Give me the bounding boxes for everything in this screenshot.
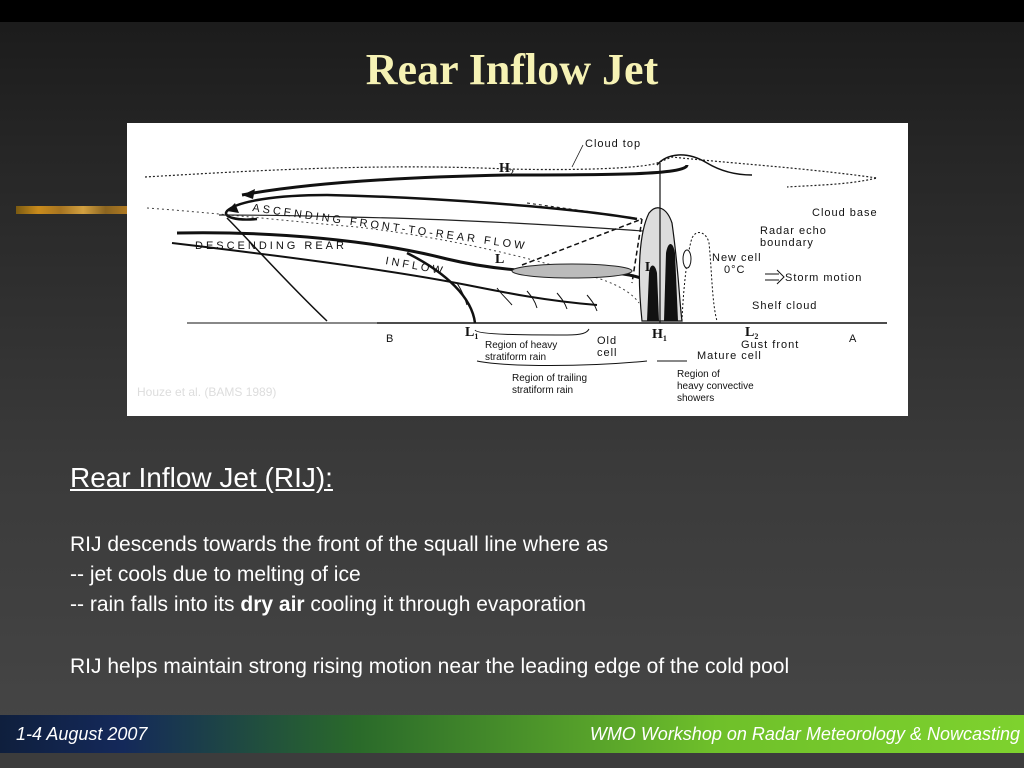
footer-date: 1-4 August 2007 (16, 724, 148, 744)
new-cell (682, 249, 692, 269)
label-l-upper: L (495, 252, 504, 267)
body-line-2: -- jet cools due to melting of ice (70, 563, 361, 586)
label-h1: H1 (652, 327, 667, 343)
melting-layer (511, 263, 633, 279)
label-gust-front: Gust front (741, 339, 799, 351)
section-heading: Rear Inflow Jet (RIJ): (70, 462, 333, 493)
label-shelf-cloud: Shelf cloud (752, 300, 817, 312)
bottom-strip (0, 753, 1024, 768)
label-convective-1: Region of (677, 369, 720, 380)
label-h2: H2 (499, 161, 514, 177)
footer-event: WMO Workshop on Radar Meteorology & Nowc… (589, 724, 1020, 744)
decorative-accent-bar (16, 206, 128, 214)
label-cloud-base: Cloud base (812, 207, 878, 219)
label-trailing-1: Region of trailing (512, 373, 587, 384)
brace-trailing-stratiform (476, 360, 648, 366)
downdraft-arrow-b (226, 217, 328, 322)
slide-title: Rear Inflow Jet (365, 45, 659, 94)
label-a: A (849, 333, 857, 345)
label-storm-motion: Storm motion (785, 272, 862, 284)
label-radar-echo-2: boundary (760, 237, 814, 249)
upper-outflow-arrowhead (242, 189, 255, 199)
dashed-arrow-upper (521, 218, 643, 266)
cloud-base-outline (146, 207, 640, 304)
cloud-top-outline (144, 156, 878, 188)
precip-arrows (456, 282, 598, 312)
brace-heavy-stratiform (474, 328, 590, 336)
label-trailing-2: stratiform rain (512, 385, 573, 396)
body-line-3-bold: dry air (240, 593, 305, 616)
mature-core-1 (647, 265, 659, 321)
storm-motion-arrow-icon (765, 269, 785, 285)
downdraft-arrow-l1 (406, 251, 477, 324)
rear-inflow-arrow (176, 231, 669, 295)
label-new-cell: New cell (712, 252, 762, 264)
ascending-arrowhead (227, 203, 239, 213)
label-convective-2: heavy convective (677, 381, 754, 392)
radar-echo-boundary (681, 232, 718, 322)
rear-inflow-lower-arrow (171, 242, 598, 306)
footer-bar (0, 715, 1024, 753)
label-cloud-top: Cloud top (585, 138, 641, 150)
squall-line-diagram: Cloud top Cloud base Radar echo boundary… (127, 123, 908, 416)
dashed-arrow-vertical (631, 218, 643, 284)
label-descending-rear: DESCENDING REAR (195, 240, 347, 252)
top-bar (0, 0, 1024, 22)
upper-outflow-arrow (241, 164, 689, 197)
label-l1: L1 (465, 325, 478, 341)
mature-core-2 (664, 244, 678, 321)
body-line-4: RIJ helps maintain strong rising motion … (70, 655, 790, 678)
label-heavy-stratiform-1: Region of heavy (485, 340, 557, 351)
body-line-1: RIJ descends towards the front of the sq… (70, 533, 609, 556)
label-old-cell-1: Old (597, 335, 617, 347)
label-zero-c: 0°C (724, 264, 745, 276)
label-heavy-stratiform-2: stratiform rain (485, 352, 546, 363)
dashed-arrow-left (526, 202, 643, 220)
body-line-3-post: cooling it through evaporation (304, 593, 586, 616)
body-line-3: -- rain falls into its dry air cooling i… (70, 593, 586, 617)
figure-credit: Houze et al. (BAMS 1989) (137, 385, 277, 399)
body-line-3-pre: -- rain falls into its (70, 593, 241, 616)
label-old-cell-2: cell (597, 347, 618, 359)
label-b: B (386, 333, 394, 345)
ascending-flow-lower-line (218, 214, 668, 234)
label-radar-echo-1: Radar echo (760, 225, 827, 237)
label-mature-cell: Mature cell (697, 350, 762, 362)
label-l3: L (645, 260, 654, 275)
label-convective-3: showers (677, 393, 714, 404)
h2-circulation-line (656, 154, 753, 176)
diagram-svg: Cloud top Cloud base Radar echo boundary… (144, 138, 887, 404)
label-l2: L2 (745, 325, 758, 341)
